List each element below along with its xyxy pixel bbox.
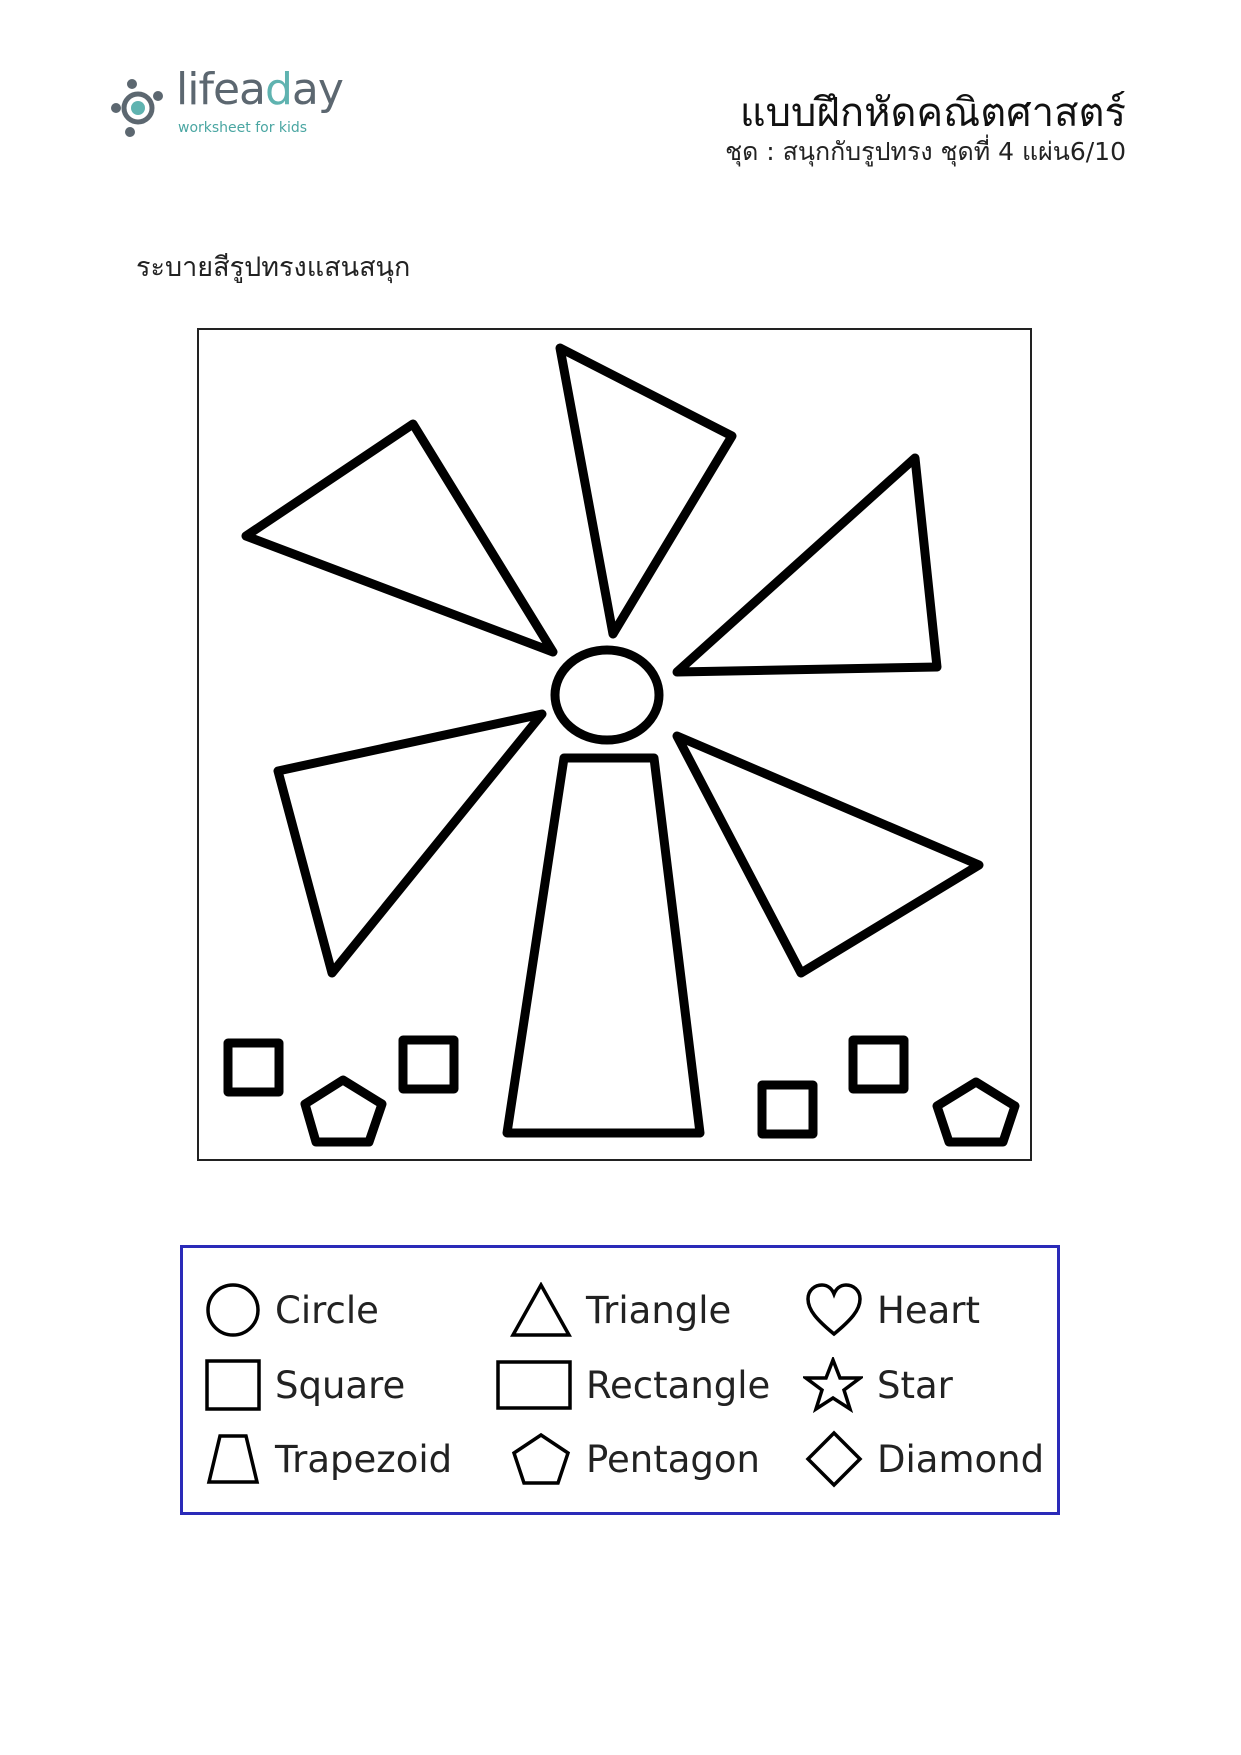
- legend-item-circle: Circle: [205, 1280, 379, 1340]
- windmill-drawing: [223, 343, 1020, 1147]
- square-3[interactable]: [757, 1080, 818, 1139]
- square-1[interactable]: [223, 1038, 284, 1097]
- blade-triangle-upper-right[interactable]: [672, 453, 942, 677]
- circle-icon: [206, 1283, 260, 1337]
- star-icon: [803, 1357, 863, 1413]
- legend-item-trapezoid: Trapezoid: [205, 1429, 452, 1489]
- logo-molecule-icon: [111, 79, 163, 137]
- legend-label: Pentagon: [586, 1437, 760, 1481]
- worksheet-title: แบบฝึกหัดคณิตศาสตร์: [739, 90, 1126, 136]
- shape-legend: Circle Triangle Heart Square Rectangle S…: [180, 1245, 1060, 1515]
- rectangle-icon: [496, 1360, 572, 1410]
- pentagon-2[interactable]: [932, 1077, 1020, 1147]
- square-icon: [205, 1359, 261, 1411]
- coloring-picture-frame: [197, 328, 1032, 1161]
- legend-label: Triangle: [586, 1288, 732, 1332]
- legend-item-square: Square: [205, 1355, 405, 1415]
- diamond-icon: [805, 1430, 863, 1488]
- logo-wordmark: lifeaday: [176, 64, 344, 115]
- blade-triangle-lower-right[interactable]: [672, 731, 984, 978]
- legend-item-heart: Heart: [805, 1280, 980, 1340]
- legend-item-pentagon: Pentagon: [510, 1429, 760, 1489]
- square-4[interactable]: [848, 1035, 909, 1094]
- legend-label: Diamond: [877, 1437, 1045, 1481]
- lifeaday-logo: lifeaday worksheet for kids: [110, 64, 350, 140]
- worksheet-subtitle: ชุด : สนุกกับรูปทรง ชุดที่ 4 แผ่น6/10: [725, 137, 1126, 166]
- blade-triangle-upper-left[interactable]: [241, 419, 558, 657]
- legend-label: Circle: [275, 1288, 379, 1332]
- legend-label: Star: [877, 1363, 953, 1407]
- pentagon-icon: [511, 1432, 571, 1485]
- legend-label: Square: [275, 1363, 406, 1407]
- legend-item-star: Star: [803, 1355, 953, 1415]
- blade-triangle-top[interactable]: [555, 343, 737, 639]
- hub-circle[interactable]: [550, 645, 664, 745]
- square-2[interactable]: [398, 1035, 459, 1094]
- triangle-icon: [510, 1282, 572, 1337]
- blade-triangle-lower-left[interactable]: [273, 709, 547, 978]
- legend-item-rectangle: Rectangle: [496, 1355, 770, 1415]
- logo-tagline: worksheet for kids: [178, 120, 308, 136]
- legend-item-diamond: Diamond: [805, 1429, 1044, 1489]
- trapezoid-icon: [206, 1434, 260, 1484]
- legend-item-triangle: Triangle: [510, 1280, 731, 1340]
- tower-trapezoid[interactable]: [502, 753, 705, 1138]
- instruction-text: ระบายสีรูปทรงแสนสนุก: [136, 252, 411, 283]
- legend-label: Trapezoid: [275, 1437, 453, 1481]
- pentagon-1[interactable]: [300, 1075, 387, 1147]
- heart-icon: [806, 1283, 862, 1337]
- legend-label: Rectangle: [586, 1363, 771, 1407]
- legend-label: Heart: [877, 1288, 980, 1332]
